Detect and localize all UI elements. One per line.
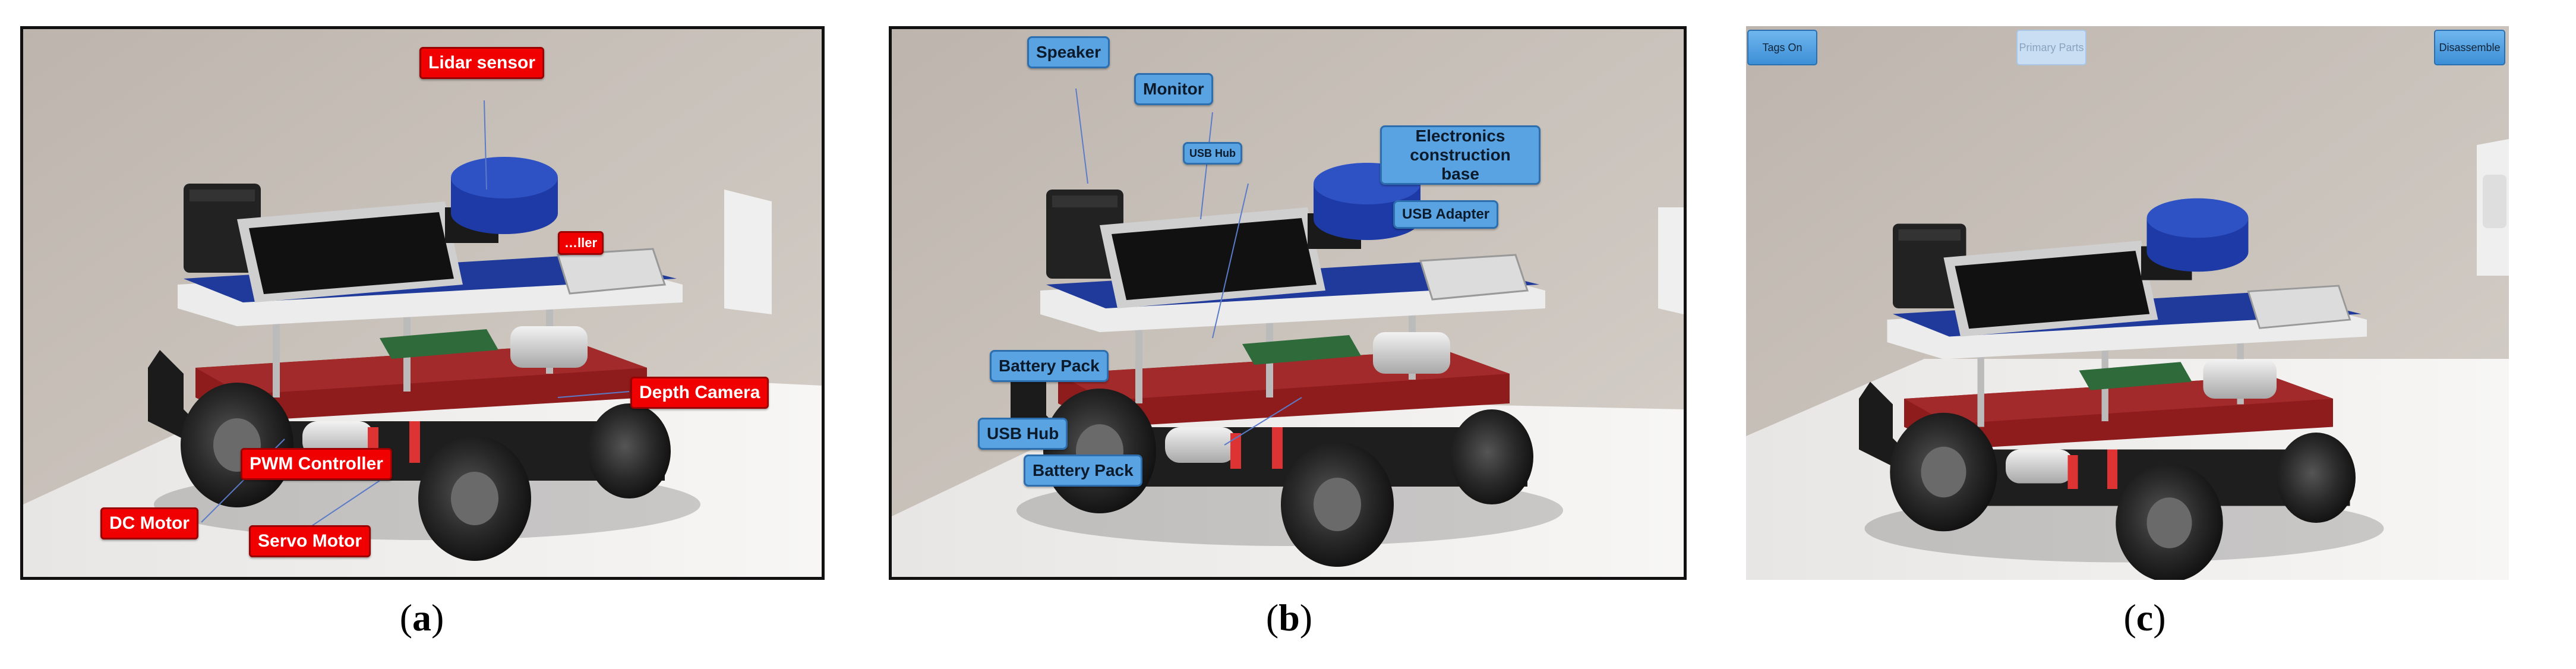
tag-monitor[interactable]: Monitor: [1134, 73, 1213, 105]
tag-dc-motor[interactable]: DC Motor: [100, 507, 198, 539]
panel-c-ar-view: Tags On Primary Parts Disassemble: [1746, 26, 2509, 580]
tags-on-button[interactable]: Tags On: [1747, 30, 1817, 65]
disassemble-button[interactable]: Disassemble: [2434, 30, 2505, 65]
tag-servo-motor[interactable]: Servo Motor: [249, 525, 371, 557]
robot-scene-b: [892, 29, 1684, 577]
tag-battery-pack-top[interactable]: Battery Pack: [990, 350, 1109, 382]
caption-b: (b): [1265, 597, 1313, 639]
robot-scene-c: [1746, 26, 2509, 580]
caption-c: (c): [2123, 597, 2166, 639]
panel-a-ar-view: Lidar sensor …ller Depth Camera PWM Cont…: [20, 26, 825, 580]
tag-lidar-sensor[interactable]: Lidar sensor: [419, 47, 545, 79]
panel-b-ar-view: Speaker Monitor USB Hub Electronics cons…: [889, 26, 1687, 580]
tag-pwm-controller[interactable]: PWM Controller: [241, 448, 392, 480]
tag-usb-hub-bottom[interactable]: USB Hub: [978, 418, 1068, 450]
robot-scene-a: [23, 29, 822, 577]
tag-usb-adapter[interactable]: USB Adapter: [1393, 200, 1499, 229]
tag-battery-pack-bottom[interactable]: Battery Pack: [1024, 455, 1142, 487]
tag-electronics-construction-base[interactable]: Electronics construction base: [1380, 125, 1540, 185]
tag-partially-hidden[interactable]: …ller: [558, 231, 604, 255]
tag-speaker[interactable]: Speaker: [1027, 36, 1110, 68]
tag-depth-camera[interactable]: Depth Camera: [630, 377, 769, 409]
tag-usb-hub-top[interactable]: USB Hub: [1183, 142, 1242, 165]
caption-a: (a): [399, 597, 444, 639]
primary-parts-button[interactable]: Primary Parts: [2016, 30, 2086, 65]
